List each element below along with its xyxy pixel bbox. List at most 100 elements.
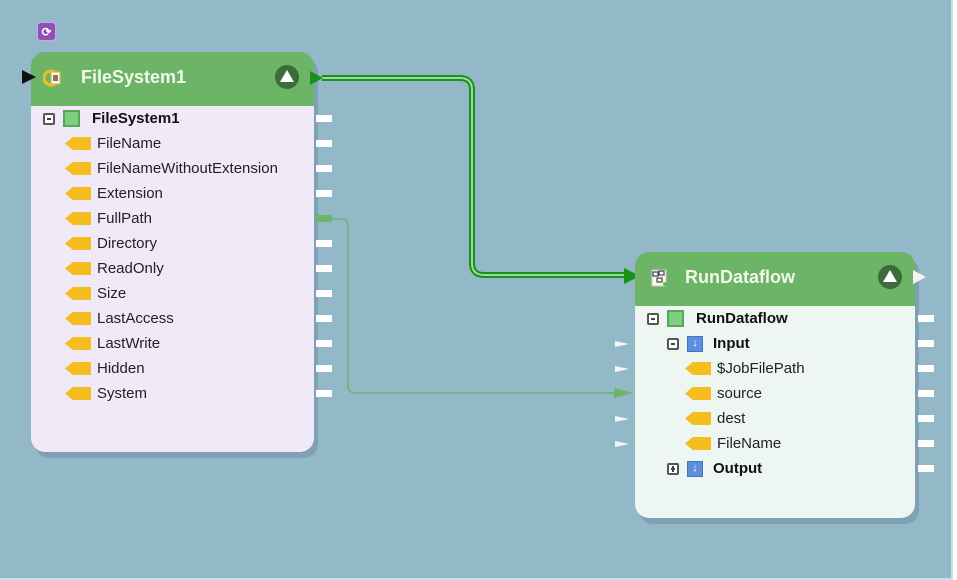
filesystem-root-row[interactable]: FileSystem1 (43, 106, 180, 131)
field-output-port[interactable] (316, 215, 332, 222)
entity-icon (667, 310, 684, 327)
filesystem-field-row[interactable]: System (65, 381, 147, 406)
field-label: Hidden (97, 360, 145, 377)
rundataflow-input-port[interactable] (615, 441, 629, 447)
rundataflow-node[interactable]: RunDataflow RunDataflow ↓ Input $JobFile… (635, 252, 915, 518)
filesystem-field-row[interactable]: ReadOnly (65, 256, 164, 281)
filesystem-flow-input-port[interactable] (22, 70, 36, 84)
rundataflow-output-port[interactable] (918, 315, 934, 322)
filesystem-field-row[interactable]: Size (65, 281, 126, 306)
field-label: Size (97, 285, 127, 302)
field-output-port[interactable] (316, 265, 332, 272)
field-label: Extension (97, 185, 163, 202)
collapse-up-icon (883, 270, 897, 282)
field-output-port[interactable] (316, 315, 332, 322)
filesystem-root-label: FileSystem1 (92, 110, 180, 127)
rundataflow-output-port[interactable] (918, 390, 934, 397)
collapse-tree-icon[interactable] (647, 312, 659, 325)
rundataflow-input-port[interactable] (615, 341, 629, 347)
filesystem-field-row[interactable]: Directory (65, 231, 157, 256)
rundataflow-node-title: RunDataflow (685, 267, 795, 287)
field-icon (65, 312, 91, 325)
input-group-icon: ↓ (687, 335, 703, 352)
field-output-port[interactable] (316, 240, 332, 247)
field-output-port[interactable] (316, 140, 332, 147)
field-icon (685, 362, 711, 375)
rundataflow-root-row[interactable]: RunDataflow (647, 306, 788, 331)
field-output-port[interactable] (316, 190, 332, 197)
collapse-tree-icon[interactable] (667, 337, 679, 350)
field-icon (65, 387, 91, 400)
rundataflow-output-port[interactable] (918, 365, 934, 372)
data-mapping-arrowhead (614, 388, 633, 398)
data-mapping-link[interactable] (330, 218, 633, 398)
filesystem-field-row[interactable]: LastAccess (65, 306, 174, 331)
output-group-icon: ↓ (687, 460, 703, 477)
filesystem-node-header[interactable]: FileSystem1 (31, 52, 314, 106)
field-output-port[interactable] (316, 365, 332, 372)
output-group-row[interactable]: ↓ Output (667, 456, 762, 481)
field-icon (685, 387, 711, 400)
field-icon (65, 212, 91, 225)
loop-refresh-icon[interactable]: ⟳ (37, 22, 56, 41)
field-label: FileName (717, 435, 782, 452)
field-label: $JobFilePath (717, 360, 805, 377)
field-icon (65, 362, 91, 375)
rundataflow-input-field-row[interactable]: dest (685, 406, 745, 431)
field-output-port[interactable] (316, 390, 332, 397)
rundataflow-collapse-button[interactable] (878, 265, 902, 289)
filesystem-flow-output-port[interactable] (310, 71, 323, 85)
filesystem-field-row[interactable]: Hidden (65, 356, 145, 381)
rundataflow-output-port[interactable] (918, 440, 934, 447)
field-label: dest (717, 410, 746, 427)
filesystem-icon (43, 69, 61, 87)
rundataflow-input-port[interactable] (615, 416, 629, 422)
rundataflow-input-field-row[interactable]: $JobFilePath (685, 356, 805, 381)
field-icon (65, 337, 91, 350)
filesystem-collapse-button[interactable] (275, 65, 299, 89)
rundataflow-input-port[interactable] (615, 366, 629, 372)
filesystem-field-row[interactable]: LastWrite (65, 331, 160, 356)
rundataflow-output-port[interactable] (918, 465, 934, 472)
field-icon (65, 162, 91, 175)
field-output-port[interactable] (316, 290, 332, 297)
rundataflow-input-field-row[interactable]: source (685, 381, 762, 406)
control-flow-link[interactable] (322, 75, 640, 284)
collapse-up-icon (280, 70, 294, 82)
filesystem-field-row[interactable]: FullPath (65, 206, 152, 231)
field-icon (65, 237, 91, 250)
rundataflow-node-header[interactable]: RunDataflow (635, 252, 915, 306)
dataflow-icon (651, 269, 667, 287)
field-icon (65, 187, 91, 200)
filesystem-root-output-port[interactable] (316, 115, 332, 122)
rundataflow-flow-output-port[interactable] (913, 270, 926, 284)
input-group-row[interactable]: ↓ Input (667, 331, 750, 356)
entity-icon (63, 110, 80, 127)
field-icon (685, 437, 711, 450)
field-icon (65, 262, 91, 275)
field-label: FileName (97, 135, 162, 152)
input-group-label: Input (713, 335, 750, 352)
filesystem-field-row[interactable]: Extension (65, 181, 163, 206)
field-label: FullPath (97, 210, 153, 227)
rundataflow-output-port[interactable] (918, 415, 934, 422)
control-flow-arrowhead (624, 268, 640, 284)
field-icon (65, 137, 91, 150)
collapse-tree-icon[interactable] (43, 112, 55, 125)
filesystem-field-row[interactable]: FileNameWithoutExtension (65, 156, 278, 181)
rundataflow-output-port[interactable] (918, 340, 934, 347)
expand-tree-icon[interactable] (667, 462, 679, 475)
output-group-label: Output (713, 460, 763, 477)
field-label: FileNameWithoutExtension (97, 160, 278, 177)
rundataflow-node-body (635, 306, 915, 518)
field-output-port[interactable] (316, 165, 332, 172)
field-icon (685, 412, 711, 425)
filesystem-field-row[interactable]: FileName (65, 131, 161, 156)
field-icon (65, 287, 91, 300)
rundataflow-input-field-row[interactable]: FileName (685, 431, 781, 456)
field-output-port[interactable] (316, 340, 332, 347)
field-label: ReadOnly (97, 260, 164, 277)
